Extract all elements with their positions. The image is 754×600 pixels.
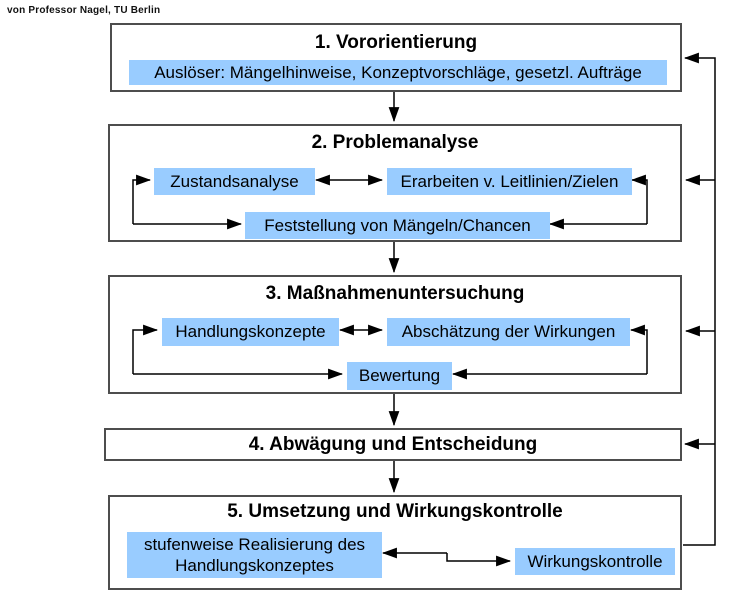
stage3-title: 3. Maßnahmenuntersuchung xyxy=(265,283,525,304)
item-zustandsanalyse: Zustandsanalyse xyxy=(154,168,315,195)
stage-box-vororientierung: 1. Vororientierung Auslöser: Mängelhinwe… xyxy=(110,23,682,92)
item-handlungskonzepte: Handlungskonzepte xyxy=(162,318,339,346)
stage5-arrow-to-wirkungskontrolle xyxy=(446,553,512,567)
stage3-left-loop-up xyxy=(132,324,159,374)
stage3-right-loop-up xyxy=(629,324,648,374)
feedback-line-spine xyxy=(683,52,716,546)
stage4-title: 4. Abwägung und Entscheidung xyxy=(248,433,538,455)
stage-box-umsetzung-wirkungskontrolle: 5. Umsetzung und Wirkungskontrolle stufe… xyxy=(108,495,682,590)
item-abschaetzung-wirkungen: Abschätzung der Wirkungen xyxy=(387,318,630,346)
item-stufenweise-realisierung: stufenweise Realisierung des Handlungsko… xyxy=(127,532,382,578)
item-bewertung: Bewertung xyxy=(347,362,452,390)
stage2-left-loop-up xyxy=(132,174,152,224)
stage-box-abwaegung-entscheidung: 4. Abwägung und Entscheidung xyxy=(104,428,682,461)
stage2-title: 2. Problemanalyse xyxy=(311,132,479,153)
stage5-title: 5. Umsetzung und Wirkungskontrolle xyxy=(227,501,563,522)
attribution-caption: von Professor Nagel, TU Berlin xyxy=(7,5,161,16)
item-erarbeiten-leitlinien: Erarbeiten v. Leitlinien/Zielen xyxy=(387,168,632,195)
item-wirkungskontrolle: Wirkungskontrolle xyxy=(515,548,675,575)
item-ausloeser: Auslöser: Mängelhinweise, Konzeptvorschl… xyxy=(129,60,667,85)
stage1-title: 1. Vororientierung xyxy=(314,32,478,53)
stage2-right-loop-up xyxy=(630,174,648,224)
stage-box-problemanalyse: 2. Problemanalyse Zustandsanalyse Erarbe… xyxy=(108,124,682,242)
item-feststellung-maengel: Feststellung von Mängeln/Chancen xyxy=(245,212,550,239)
stage-box-massnahmenuntersuchung: 3. Maßnahmenuntersuchung Handlungskonzep… xyxy=(108,275,682,394)
